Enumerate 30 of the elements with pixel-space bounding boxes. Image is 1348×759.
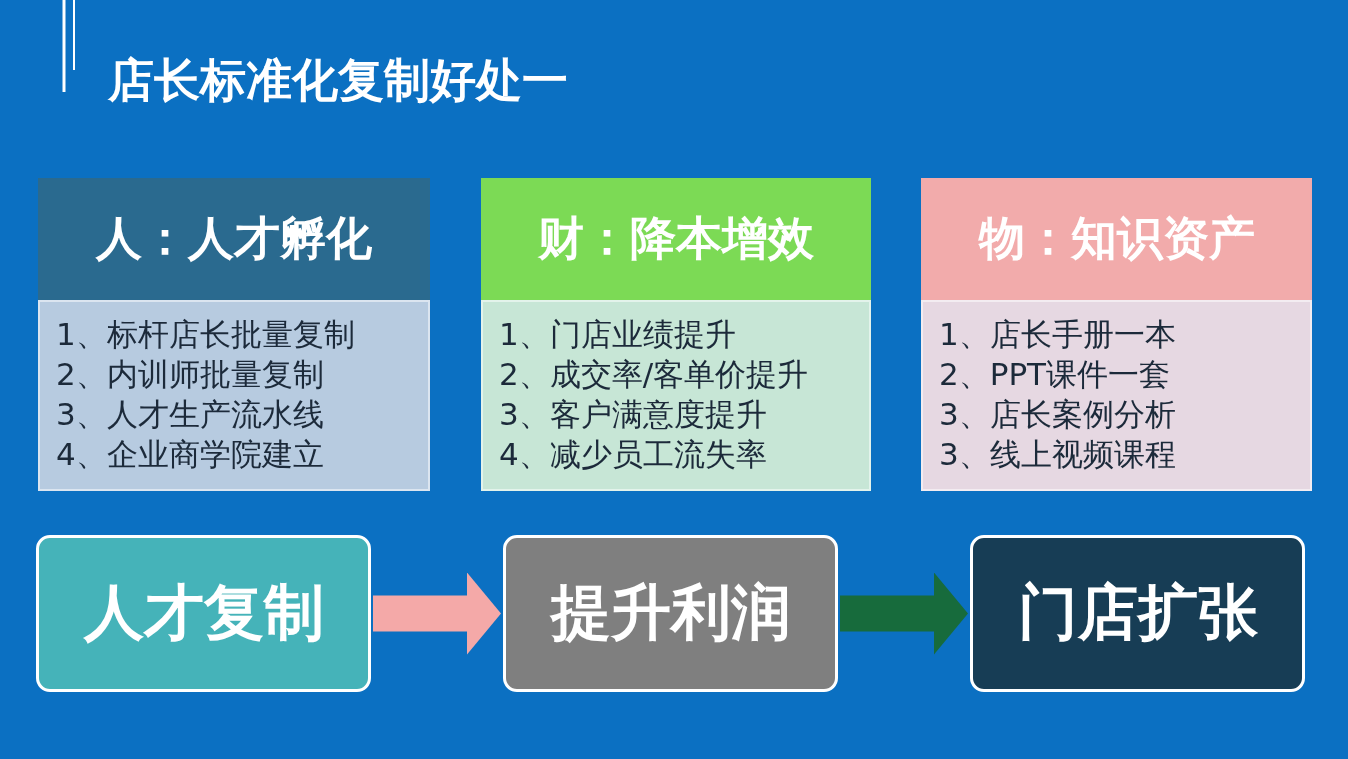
list-box — [481, 300, 871, 491]
list-item: 4、企业商学院建立 — [56, 435, 325, 474]
list-box — [921, 300, 1312, 491]
process-box — [970, 535, 1305, 692]
list-item: 1、门店业绩提升 — [499, 315, 737, 354]
list-item: 2、PPT课件一套 — [939, 355, 1172, 394]
list-item: 2、内训师批量复制 — [56, 355, 325, 394]
header-box — [921, 178, 1312, 300]
box-label: 人才复制 — [83, 576, 324, 649]
list-item: 3、店长案例分析 — [939, 395, 1177, 434]
process-box — [36, 535, 371, 692]
list-item: 3、人才生产流水线 — [56, 395, 325, 434]
list-item: 1、标杆店长批量复制 — [56, 315, 356, 354]
box-label: 提升利润 — [550, 576, 791, 649]
header-box — [38, 178, 430, 300]
heading: 人：人才孵化 — [96, 210, 372, 267]
list-item: 3、客户满意度提升 — [499, 395, 768, 434]
box-label: 门店扩张 — [1017, 576, 1258, 649]
header-box — [481, 178, 871, 300]
arrow — [373, 572, 501, 655]
heading: 财：降本增效 — [538, 210, 814, 267]
slide-title: 店长标准化复制好处一 — [108, 52, 568, 109]
list-item: 4、减少员工流失率 — [499, 435, 768, 474]
process-box — [503, 535, 838, 692]
arrow — [840, 572, 968, 655]
list-box — [38, 300, 430, 491]
list-item: 3、线上视频课程 — [939, 435, 1177, 474]
list-item: 1、店长手册一本 — [939, 315, 1177, 354]
list-item: 2、成交率/客单价提升 — [499, 355, 810, 394]
heading: 物：知识资产 — [978, 210, 1255, 267]
